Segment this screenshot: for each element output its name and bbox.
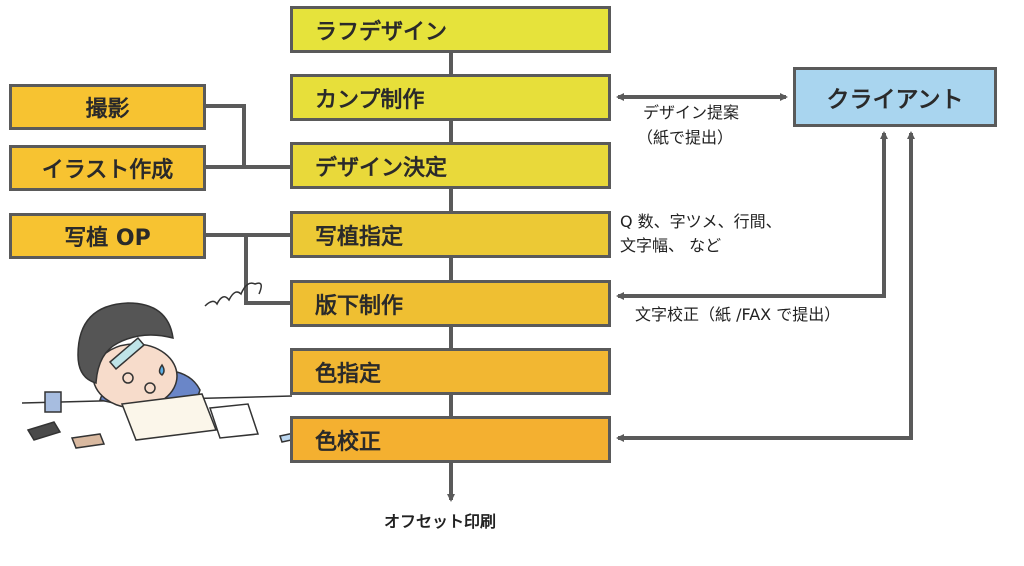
photo-connector [205, 104, 246, 167]
typesetting-note-2: 文字幅、 など [620, 236, 722, 255]
flow-step-rough-design[interactable]: ラフデザイン [290, 6, 611, 53]
flow-step-design-decision[interactable]: デザイン決定 [290, 142, 611, 189]
side-task-photography[interactable]: 撮影 [9, 84, 206, 130]
side-task-illustration[interactable]: イラスト作成 [9, 145, 206, 191]
side-task-typesetting-op[interactable]: 写植 OP [9, 213, 206, 259]
client-box[interactable]: クライアント [793, 67, 997, 127]
typeset-op-to-pasteup-connector [244, 235, 290, 305]
spring-doodle-icon [204, 282, 262, 307]
color-proof-arrow [616, 131, 915, 442]
typesetting-note-1: Q 数、字ツメ、行間、 [620, 212, 782, 231]
flow-step-typesetting-spec[interactable]: 写植指定 [290, 211, 611, 258]
flow-step-color-proof[interactable]: 色校正 [290, 416, 611, 463]
flow-step-color-spec[interactable]: 色指定 [290, 348, 611, 395]
exhausted-designer-illustration [21, 282, 297, 449]
design-proposal-note-sub: （紙で提出） [637, 128, 734, 147]
offset-printing-label: オフセット印刷 [384, 512, 497, 531]
flow-step-pasteup[interactable]: 版下制作 [290, 280, 611, 327]
flow-step-comp-production[interactable]: カンプ制作 [290, 74, 611, 121]
design-proposal-note: デザイン提案 [643, 103, 740, 122]
proofreading-note: 文字校正（紙 /FAX で提出） [635, 305, 841, 324]
